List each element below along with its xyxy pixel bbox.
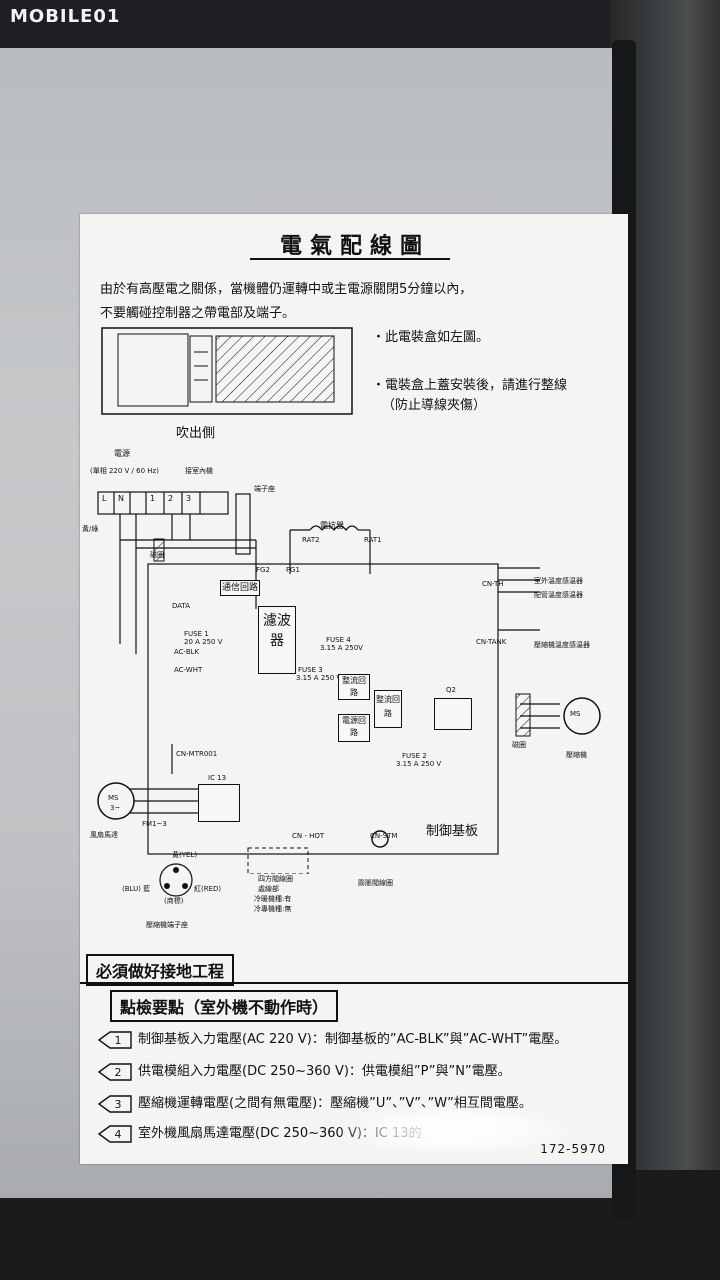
fg2-label: FG2 (256, 566, 270, 574)
fuse2-spec: 3.15 A 250 V (396, 760, 442, 768)
ic13-box (198, 784, 240, 822)
power-circuit-box: 電源回路 (338, 714, 370, 742)
cn-mtr-label: CN-MTR001 (176, 750, 218, 758)
terminal-3: 3 (186, 494, 192, 503)
four-way-label-4: 冷專機種:無 (254, 905, 292, 913)
fg1-label: FG1 (286, 566, 300, 574)
fan-ms-label: MS (108, 794, 119, 802)
four-way-label-3: 冷暖機種:有 (254, 895, 292, 903)
red-terminal-label: 紅(RED) (194, 885, 222, 893)
svg-text:3: 3 (115, 1098, 122, 1111)
rat1-label: RAT1 (364, 536, 382, 544)
magnetic-ring-label-2: 磁圈 (512, 741, 526, 749)
fm-label: FM1~3 (142, 820, 167, 828)
outdoor-sensor-label: 室外溫度感温器 (534, 577, 583, 585)
comp-sensor-label: 壓縮機溫度感温器 (534, 641, 590, 649)
fan-ms-sub: 3~ (110, 804, 121, 812)
note-1: ・此電裝盒如左圖。 (372, 330, 490, 345)
check-title-box: 點檢要點（室外機不動作時） (110, 990, 339, 1022)
sticker-title: 電氣配線圖 (279, 234, 430, 259)
blu-label: (BLU) 藍 (122, 885, 151, 893)
power-spec-label: (單相 220 V / 60 Hz) (90, 467, 159, 475)
ac-blk-label: AC-BLK (174, 648, 200, 656)
terminal-n: N (118, 494, 124, 503)
section-divider (80, 982, 628, 984)
magnetic-ring-label-1: 磁圈 (150, 551, 164, 559)
note-2: ・電裝盒上蓋安裝後，請進行整線 (372, 378, 568, 393)
arrow-2-icon: 2 (98, 1062, 132, 1081)
fuse4-label: FUSE 4 (326, 636, 351, 644)
arrow-1-icon: 1 (98, 1030, 132, 1049)
trademark-label: (商標) (164, 897, 184, 905)
electrical-box-illustration (101, 327, 353, 415)
title-underline (250, 258, 450, 260)
yel-label: 黃(YEL) (172, 851, 198, 859)
control-board-label: 制御基板 (426, 824, 479, 839)
cn-tank-label: CN-TANK (476, 638, 507, 646)
ground-note-box: 必須做好接地工程 (86, 954, 235, 986)
svg-text:2: 2 (115, 1066, 122, 1079)
ac-wht-label: AC-WHT (174, 666, 203, 674)
compressor-ms-label: MS (570, 710, 581, 718)
svg-text:4: 4 (115, 1128, 122, 1141)
fuse4-spec: 3.15 A 250V (320, 644, 363, 652)
cn-hot-label: CN - HOT (292, 832, 325, 840)
ic13-label: IC 13 (208, 774, 227, 782)
arrow-4-icon: 4 (98, 1124, 132, 1143)
power-source-label: 電源 (114, 449, 130, 458)
warning-line-1: 由於有高壓電之關係，當機體仍運轉中或主電源關閉5分鐘以內， (100, 282, 473, 297)
indoor-link-label: 接室內機 (185, 467, 213, 475)
terminal-block-label: 端子座 (254, 485, 275, 493)
svg-text:1: 1 (115, 1034, 122, 1047)
terminal-l: L (102, 494, 107, 503)
fuse3-spec: 3.15 A 250 V (296, 674, 342, 682)
comm-circuit-box: 通信回路 (220, 580, 260, 596)
rat2-label: RAT2 (302, 536, 320, 544)
fuse3-label: FUSE 3 (298, 666, 323, 674)
q2-label: Q2 (446, 686, 456, 694)
ground-wire-label: 黃/綠 (82, 525, 99, 533)
compressor-terminal-icon (159, 863, 193, 897)
arrow-3-icon: 3 (98, 1094, 132, 1113)
terminal-1: 1 (150, 494, 156, 503)
cn-stm-label: CN-STM (370, 832, 398, 840)
fuse1-spec: 20 A 250 V (184, 638, 223, 646)
reactor-label: 電抗器 (320, 521, 344, 530)
warning-line-2: 不要觸碰控制器之帶電部及端子。 (100, 306, 296, 321)
check-item-1: 1 制御基板入力電壓(AC 220 V)：制御基板的”AC-BLK”與”AC-WH… (98, 1028, 567, 1050)
cn-th-label: CN-TH (482, 580, 504, 588)
wiring-diagram (97, 491, 601, 874)
data-label: DATA (172, 602, 191, 610)
valve-coil-label: 膨脹閥線圈 (358, 879, 393, 887)
rectifier-box-2: 整流回路 (374, 690, 402, 728)
blow-side-label: 吹出側 (176, 426, 216, 441)
fuse1-label: FUSE 1 (184, 630, 209, 638)
wiring-diagram-sticker: 電氣配線圖 由於有高壓電之關係，當機體仍運轉中或主電源關閉5分鐘以內， 不要觸碰… (80, 214, 628, 1164)
check-item-2-text: 供電模組入力電壓(DC 250~360 V)：供電模組”P”與”N”電壓。 (138, 1064, 511, 1079)
watermark-logo: MOBILE01 (10, 6, 121, 27)
q2-module-box (434, 698, 472, 730)
compressor-label: 壓縮機 (566, 751, 587, 759)
note-2b: （防止導線夾傷） (382, 398, 487, 413)
fan-motor-label: 風扇馬達 (90, 831, 118, 839)
fuse2-label: FUSE 2 (402, 752, 427, 760)
four-way-label-1: 四方閥線圈 (258, 875, 293, 883)
light-glare (340, 1105, 570, 1155)
check-item-1-text: 制御基板入力電壓(AC 220 V)：制御基板的”AC-BLK”與”AC-WHT… (138, 1032, 568, 1047)
pipe-sensor-label: 配管溫度感温器 (534, 591, 583, 599)
check-item-2: 2 供電模組入力電壓(DC 250~360 V)：供電模組”P”與”N”電壓。 (98, 1060, 511, 1082)
terminal-2: 2 (168, 494, 174, 503)
filter-box: 濾波器 (258, 606, 296, 674)
four-way-label-2: 處線部 (258, 885, 279, 893)
rectifier-box-1: 整流回路 (338, 674, 370, 700)
comp-terminal-label: 壓縮機端子座 (146, 921, 188, 929)
